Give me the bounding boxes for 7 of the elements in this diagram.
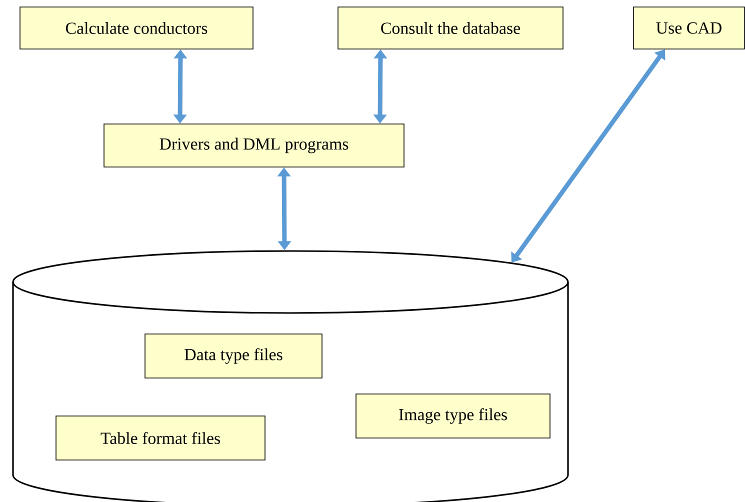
text-box: Drivers and DML programs [104,124,404,168]
text-box: Calculate conductors [20,6,254,50]
text-box: Table format files [56,416,266,460]
text-box: Data type files [144,334,322,378]
text-box: Use CAD [633,6,745,50]
text-box: Consult the database [338,6,564,50]
text-box: Image type files [356,394,550,438]
